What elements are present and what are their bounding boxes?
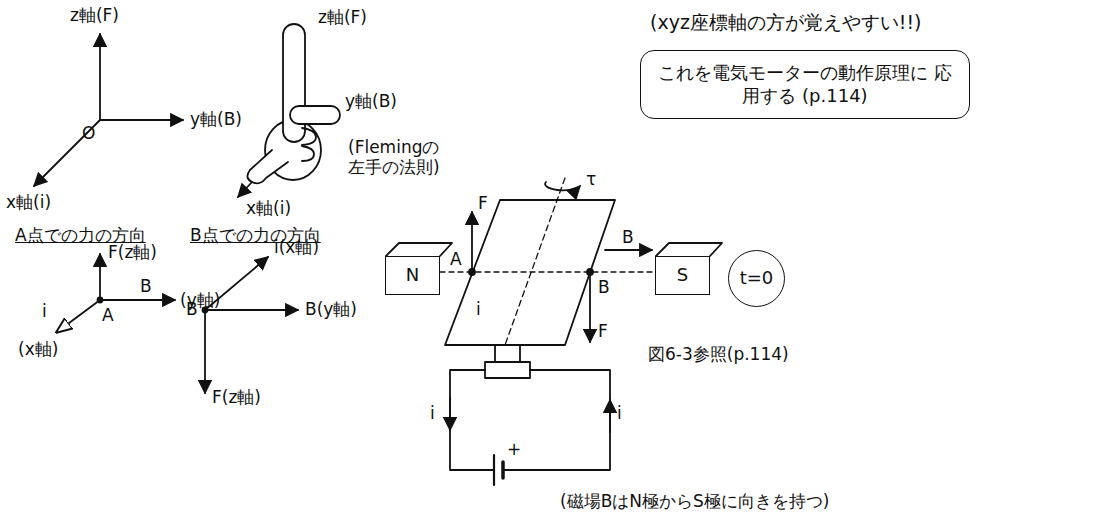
axis-label: y軸(B) bbox=[190, 110, 242, 130]
note-text: (磁場BはN極からS極に向きを持つ) bbox=[560, 492, 829, 512]
commutator bbox=[485, 362, 530, 378]
magnet-pole: S bbox=[655, 256, 710, 295]
force-arrow bbox=[471, 212, 473, 272]
battery-plate bbox=[501, 462, 505, 478]
battery-plate bbox=[493, 455, 495, 485]
vector-label: B bbox=[140, 277, 152, 297]
torque-label: τ bbox=[586, 170, 596, 190]
vector-label: i(x軸) bbox=[274, 238, 319, 258]
vector-label: F bbox=[478, 194, 488, 214]
point-dot bbox=[587, 269, 593, 275]
time-circle: t=0 bbox=[728, 250, 785, 307]
current-arrow bbox=[609, 400, 611, 432]
point-label: B bbox=[186, 300, 198, 320]
vector-label: B(y軸) bbox=[305, 300, 357, 320]
box-text: これを電気モーターの動作原理に 応用する (p.114) bbox=[652, 62, 958, 107]
force-arrow bbox=[99, 254, 101, 300]
rotation-axis bbox=[505, 178, 565, 345]
force-arrow bbox=[204, 310, 206, 393]
magnet-outline bbox=[656, 243, 722, 256]
wire bbox=[503, 370, 610, 470]
axis-label: (x軸) bbox=[18, 340, 58, 360]
current-arrow bbox=[449, 398, 451, 430]
point-dot bbox=[469, 269, 475, 275]
force-arrow bbox=[589, 272, 591, 342]
current-label: i bbox=[617, 404, 622, 424]
y-axis bbox=[100, 119, 183, 121]
hand-middle-finger bbox=[290, 106, 340, 124]
reference-note: 図6-3参照(p.114) bbox=[648, 345, 789, 365]
note-text: (xyz座標軸の方が覚えやすい!!) bbox=[650, 12, 922, 34]
note-box: これを電気モーターの動作原理に 応用する (p.114) bbox=[640, 50, 970, 119]
current-label: i bbox=[430, 404, 435, 424]
torque-arrow bbox=[545, 182, 580, 190]
vector-label: i bbox=[42, 302, 47, 322]
vector-label: F(z軸) bbox=[108, 243, 157, 263]
axis-label: z軸(F) bbox=[318, 8, 367, 28]
axis-label: x軸(i) bbox=[6, 193, 51, 213]
thumb-arrow bbox=[238, 182, 252, 197]
axis-label: y軸(B) bbox=[345, 92, 397, 112]
current-label: i bbox=[476, 300, 481, 320]
hand-curled-finger bbox=[302, 146, 314, 161]
vector-label: F(z軸) bbox=[212, 388, 261, 408]
drawing bbox=[34, 24, 722, 485]
point-dot bbox=[98, 298, 103, 303]
coil-lead bbox=[494, 345, 496, 362]
box-text: t=0 bbox=[740, 267, 774, 290]
vector-label: B bbox=[622, 228, 634, 248]
coil bbox=[445, 200, 615, 345]
wire bbox=[450, 370, 494, 470]
rule-name: (Flemingの 左手の法則) bbox=[348, 138, 460, 177]
polarity-sign: + bbox=[507, 440, 521, 460]
point-label: A bbox=[102, 306, 114, 326]
axis-label: x軸(i) bbox=[246, 199, 291, 219]
pole-label: N bbox=[406, 264, 419, 287]
z-axis bbox=[99, 34, 101, 120]
magnet-outline bbox=[386, 243, 452, 256]
x-axis bbox=[34, 120, 100, 186]
magnet-pole: N bbox=[385, 256, 440, 295]
point-label: A bbox=[450, 250, 462, 270]
point-label: B bbox=[598, 278, 610, 298]
origin-label: O bbox=[82, 124, 95, 144]
pole-label: S bbox=[677, 264, 688, 287]
field-arrow bbox=[100, 299, 175, 301]
hand-thumb bbox=[247, 150, 288, 183]
axis-label: z軸(F) bbox=[70, 6, 119, 26]
coil-lead bbox=[519, 345, 521, 362]
current-arrow bbox=[57, 300, 100, 332]
hand-curled-finger bbox=[302, 128, 316, 145]
vector-label: F bbox=[598, 322, 608, 342]
field-arrow bbox=[605, 249, 652, 251]
